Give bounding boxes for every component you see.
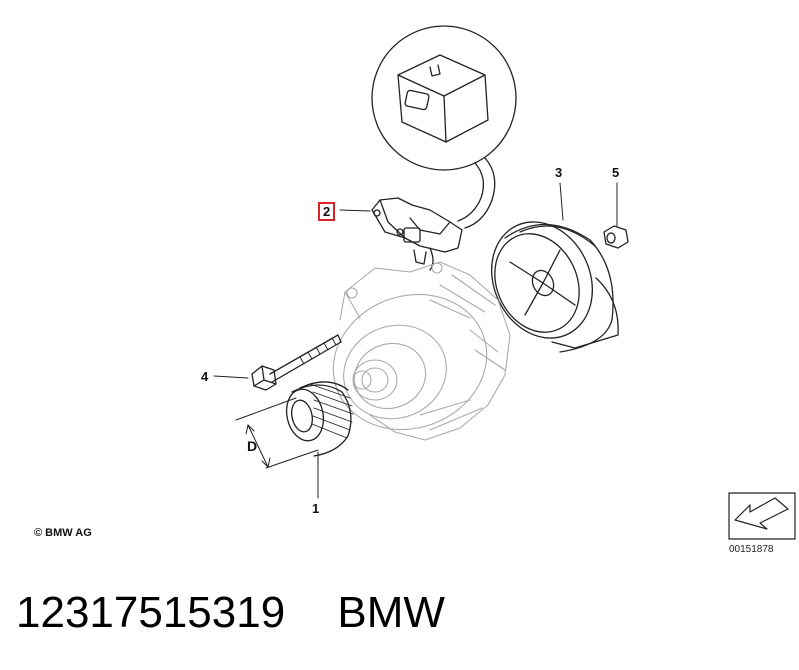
diagram-view-arrow-icon <box>728 492 796 540</box>
callout-part-4[interactable]: 4 <box>201 369 209 384</box>
callout-part-2[interactable]: 2 <box>318 202 336 221</box>
brand-name: BMW <box>337 588 445 637</box>
leader-lines <box>213 182 618 499</box>
callout-part-5[interactable]: 5 <box>612 165 620 180</box>
alternator-housing <box>332 261 511 441</box>
exploded-parts-diagram <box>213 25 796 540</box>
dimension-d-label: D <box>247 438 258 454</box>
dimension-d-indicator <box>235 397 319 469</box>
belt-pulley <box>285 381 354 457</box>
part-number: 12317515319 <box>16 588 286 637</box>
hex-nut <box>603 225 629 249</box>
voltage-regulator <box>371 197 463 271</box>
footer-caption: 12317515319 BMW <box>16 588 445 638</box>
callout-part-1[interactable]: 1 <box>312 501 320 516</box>
callout-part-3[interactable]: 3 <box>555 165 563 180</box>
mounting-bolt <box>251 334 342 391</box>
diagram-number: 00151878 <box>729 544 774 555</box>
copyright-notice: © BMW AG <box>34 527 92 539</box>
rear-protective-cap <box>490 221 619 353</box>
connector-detail-bubble <box>371 25 517 229</box>
